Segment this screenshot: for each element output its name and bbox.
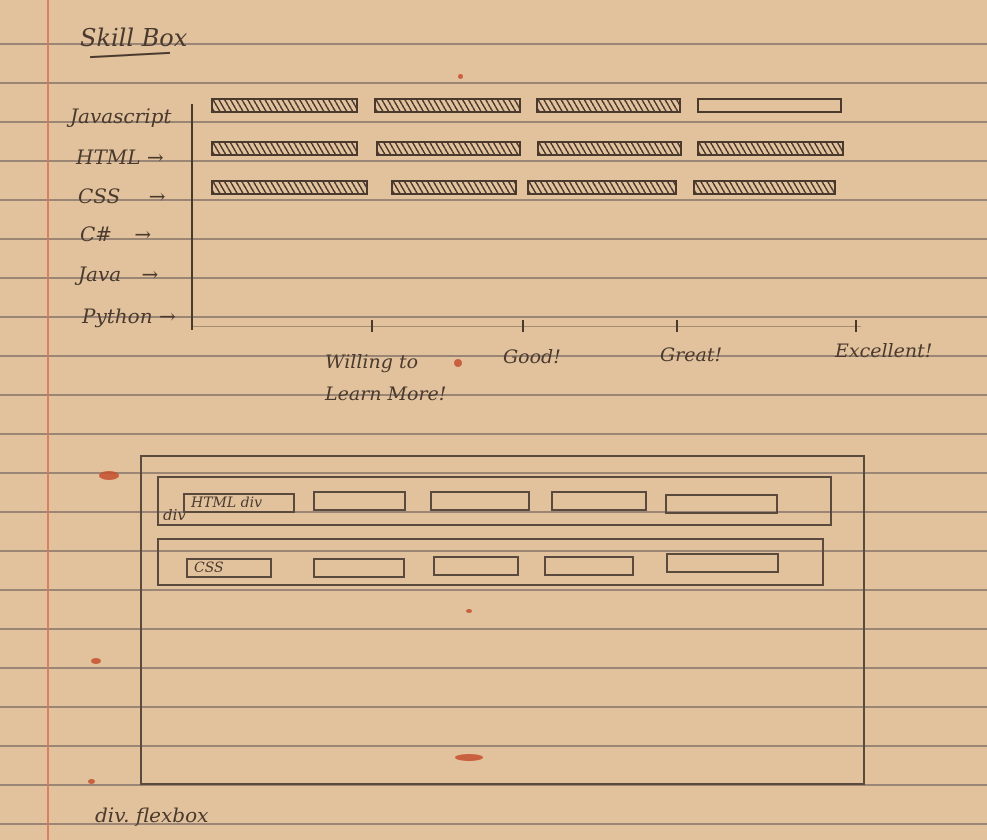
level-axis [191, 326, 861, 327]
red-margin-line [47, 0, 49, 840]
arrow-icon: → [158, 304, 176, 328]
skill-bar [211, 141, 358, 156]
skill-bar [211, 98, 358, 113]
skill-axis [191, 104, 193, 330]
level-tick [522, 320, 524, 332]
ink-stain [88, 779, 95, 784]
skill-name: CSS [78, 184, 121, 208]
wire-cell [551, 491, 647, 511]
wire-cell-css: CSS [186, 558, 272, 578]
skill-label-html: HTML → [76, 145, 164, 169]
ink-stain [99, 471, 119, 480]
level-tick [371, 320, 373, 332]
ink-stain [454, 359, 462, 367]
skill-name: Python [82, 304, 153, 328]
arrow-icon: → [146, 145, 164, 169]
skill-bar [527, 180, 677, 195]
wire-cell [433, 556, 519, 576]
ink-stain [91, 658, 101, 664]
level-label-good: Good! [503, 346, 561, 368]
container-label: div. flexbox [95, 803, 209, 827]
wire-cell [666, 553, 779, 573]
wire-cell-html: HTML div [183, 493, 295, 513]
skill-label-css: CSS → [78, 184, 165, 208]
skill-bar [391, 180, 517, 195]
skill-name: C# [80, 222, 113, 246]
skill-bar [697, 141, 844, 156]
level-label-great: Great! [660, 344, 723, 366]
skill-label-javascript: Javascript [70, 104, 171, 128]
level-tick [676, 320, 678, 332]
row-1-label: div [163, 506, 186, 524]
arrow-icon: → [141, 262, 159, 286]
skill-bar [697, 98, 842, 113]
wire-cell [313, 491, 406, 511]
skill-label-csharp: C# → [80, 222, 151, 246]
wire-cell [665, 494, 778, 514]
arrow-icon: → [134, 222, 152, 246]
wireframe-row-1 [157, 476, 832, 526]
skill-bar [693, 180, 836, 195]
skill-bar [374, 98, 521, 113]
wire-cell [544, 556, 634, 576]
skill-name: HTML [76, 145, 141, 169]
ink-stain [466, 609, 472, 613]
skill-bar [211, 180, 368, 195]
wire-cell [430, 491, 530, 511]
skill-label-java: Java → [78, 262, 158, 286]
skill-name: Java [78, 262, 122, 286]
skill-bar [536, 98, 681, 113]
arrow-icon: → [148, 184, 166, 208]
wire-cell [313, 558, 405, 578]
title-underline [90, 51, 170, 59]
ink-stain [455, 754, 483, 761]
page-title: Skill Box [80, 24, 188, 52]
level-label-willing: Willing to Learn More! [325, 351, 447, 405]
skill-name: Javascript [70, 104, 172, 128]
flexbox-container [140, 455, 865, 785]
skill-bar [537, 141, 682, 156]
level-tick [855, 320, 857, 332]
level-label-excellent: Excellent! [835, 340, 933, 362]
skill-bar [376, 141, 521, 156]
wireframe-row-2 [157, 538, 824, 586]
skill-label-python: Python → [82, 304, 176, 328]
ink-stain [458, 74, 463, 79]
